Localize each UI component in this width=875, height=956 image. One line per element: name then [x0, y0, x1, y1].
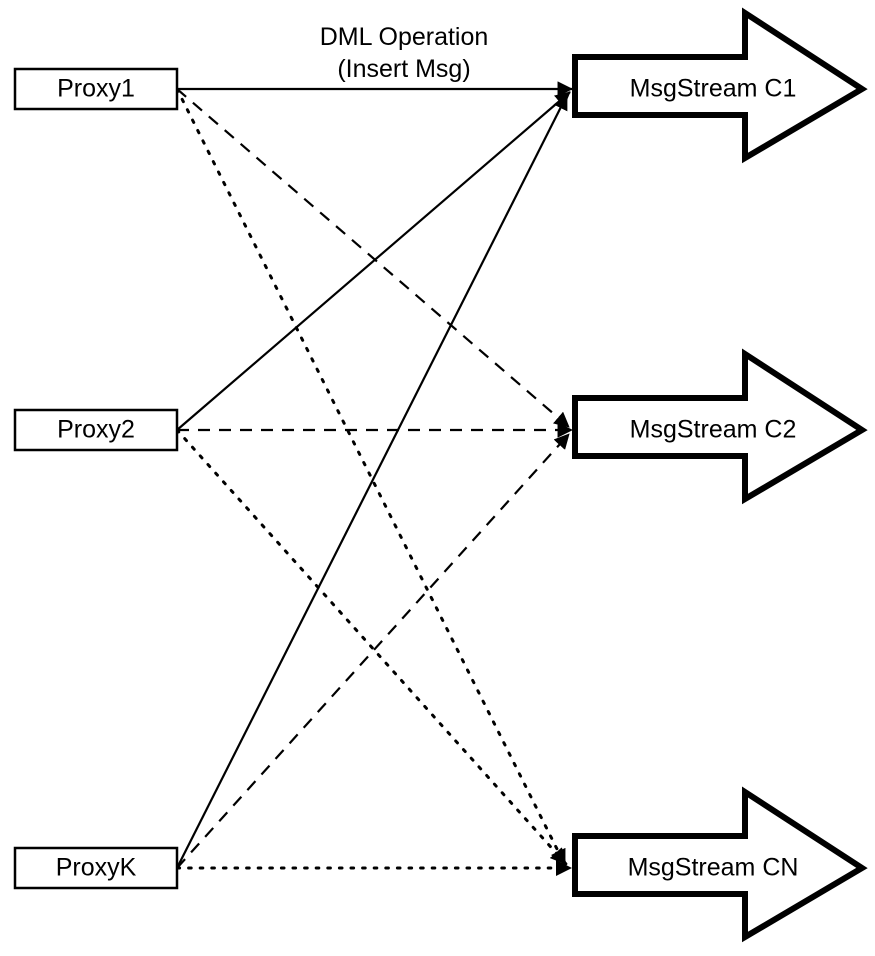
c2-label: MsgStream C2: [630, 416, 797, 444]
edge-caption: DML Operation (Insert Msg): [320, 23, 489, 83]
link-proxy2-to-c1[interactable]: [176, 91, 571, 431]
cn-label: MsgStream CN: [628, 854, 799, 882]
c1-arrow-shape[interactable]: [572, 7, 868, 164]
link-layer: [175, 81, 573, 877]
msgstream-node-c2[interactable]: MsgStream C2: [572, 348, 868, 505]
link-proxyk-to-c2[interactable]: [176, 433, 570, 869]
proxyk-box[interactable]: [13, 846, 179, 890]
cn-arrow-shape[interactable]: [572, 786, 868, 943]
proxy1-box[interactable]: [13, 67, 179, 111]
edge-caption-line1: DML Operation: [320, 23, 489, 51]
proxy2-box[interactable]: [13, 408, 179, 452]
msgstream-node-cn[interactable]: MsgStream CN: [572, 786, 868, 943]
edge-caption-line2: (Insert Msg): [337, 55, 470, 83]
msgstream-node-c1[interactable]: MsgStream C1: [572, 7, 868, 164]
proxy1-label: Proxy1: [57, 75, 135, 103]
link-proxy1-to-cn[interactable]: [175, 87, 567, 867]
link-proxy1-to-c2[interactable]: [176, 88, 570, 428]
proxy-node-proxyk[interactable]: ProxyK: [13, 846, 179, 890]
proxyk-label: ProxyK: [56, 854, 137, 882]
proxy-node-proxy1[interactable]: Proxy1: [13, 67, 179, 111]
c1-label: MsgStream C1: [630, 75, 797, 103]
link-proxyk-to-c1[interactable]: [176, 94, 568, 869]
proxy2-label: Proxy2: [57, 416, 135, 444]
link-proxy2-to-cn[interactable]: [175, 428, 568, 866]
c2-arrow-shape[interactable]: [572, 348, 868, 505]
proxy-node-proxy2[interactable]: Proxy2: [13, 408, 179, 452]
